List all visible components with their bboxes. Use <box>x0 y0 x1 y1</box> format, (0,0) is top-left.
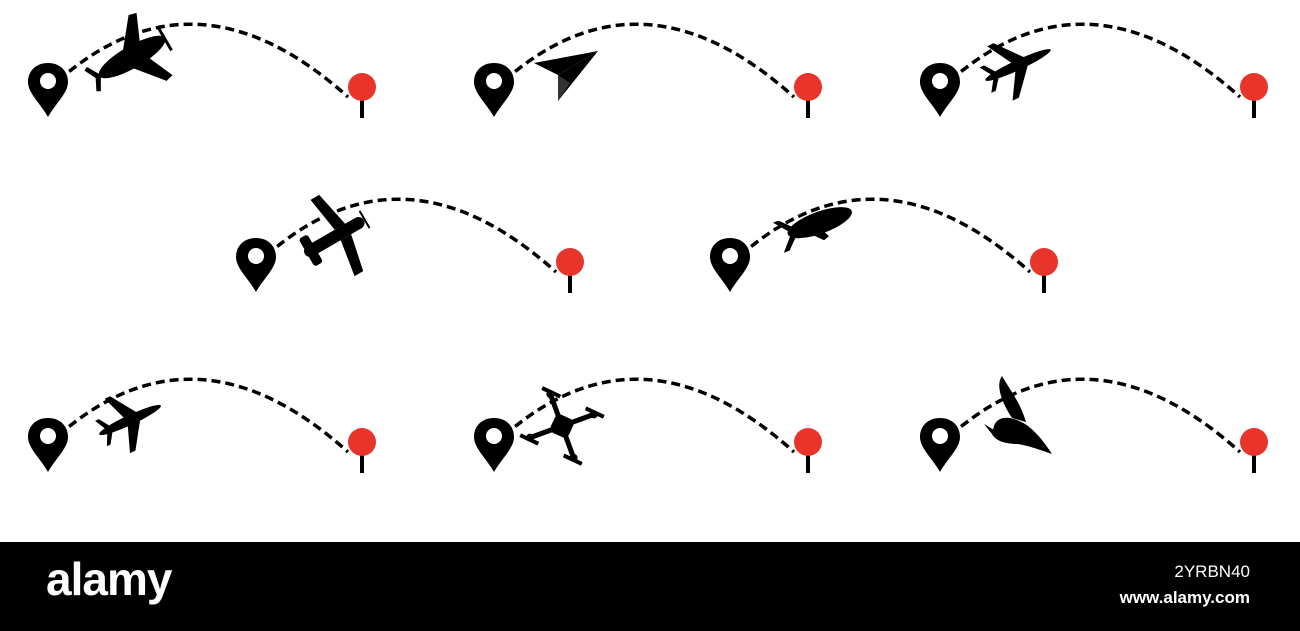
airliner-icon <box>95 396 161 454</box>
route-light-aircraft <box>236 194 584 293</box>
origin-location-pin-icon <box>28 418 68 472</box>
route-drone <box>474 377 822 473</box>
quadcopter-drone-icon <box>519 386 605 466</box>
stock-watermark-footer: alamy 2YRBN40 www.alamy.com <box>0 542 1300 631</box>
paper-plane-icon <box>534 51 598 101</box>
light-aircraft-icon <box>299 194 371 277</box>
destination-pin-icon <box>556 248 584 293</box>
destination-pin-icon <box>348 73 376 118</box>
route-airship <box>710 197 1058 293</box>
origin-location-pin-icon <box>920 418 960 472</box>
route-bird <box>920 376 1268 473</box>
propeller-fighter-plane-icon <box>84 12 173 92</box>
image-id-label: 2YRBN40 <box>1174 562 1250 581</box>
destination-pin-icon <box>1240 73 1268 118</box>
route-spitfire <box>28 12 376 118</box>
jet-airliner-icon <box>979 43 1051 101</box>
origin-location-pin-icon <box>236 238 276 292</box>
origin-location-pin-icon <box>474 418 514 472</box>
origin-location-pin-icon <box>28 63 68 117</box>
destination-pin-icon <box>1240 428 1268 473</box>
flight-routes-illustration <box>28 12 1268 473</box>
route-airliner <box>28 377 376 473</box>
route-jet-airliner <box>920 22 1268 118</box>
origin-location-pin-icon <box>474 63 514 117</box>
origin-location-pin-icon <box>920 63 960 117</box>
airship-blimp-icon <box>772 207 852 253</box>
destination-pin-icon <box>794 428 822 473</box>
alamy-logo: alamy <box>46 553 172 605</box>
destination-pin-icon <box>794 73 822 118</box>
flying-bird-icon <box>984 376 1052 454</box>
site-url-link[interactable]: www.alamy.com <box>1119 588 1250 607</box>
destination-pin-icon <box>348 428 376 473</box>
destination-pin-icon <box>1030 248 1058 293</box>
origin-location-pin-icon <box>710 238 750 292</box>
route-paper-plane <box>474 22 822 118</box>
